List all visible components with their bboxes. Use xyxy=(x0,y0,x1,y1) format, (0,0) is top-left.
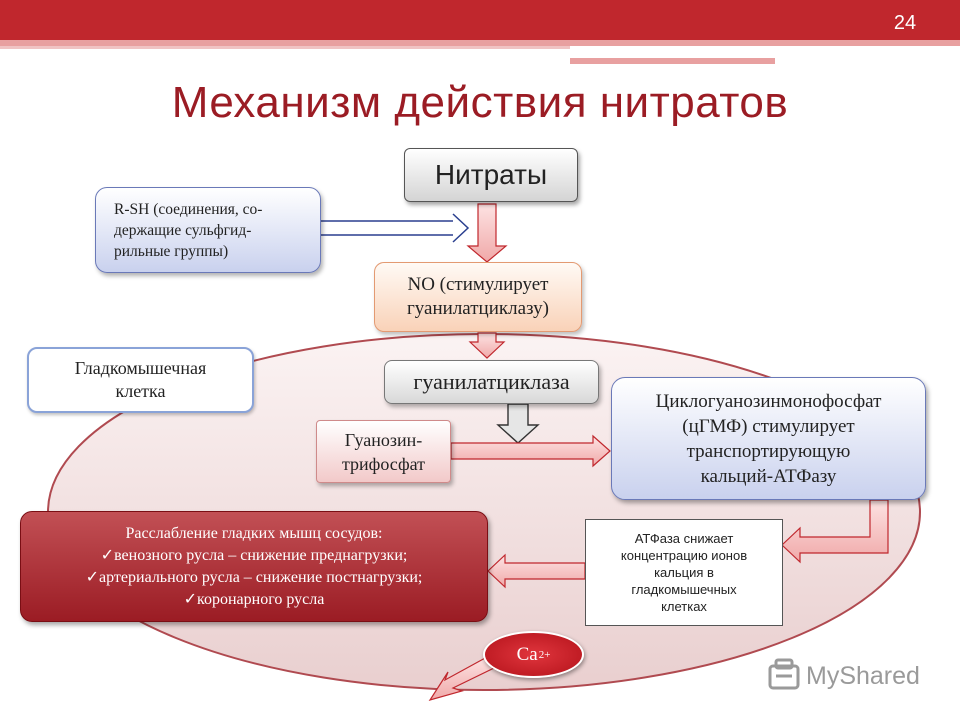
node-gc-label: гуанилатциклаза xyxy=(413,369,570,394)
node-smooth-muscle-cell: Гладкомышечная клетка xyxy=(27,347,254,413)
calcium-charge: 2+ xyxy=(538,648,551,661)
header-bar-stripe xyxy=(0,40,960,46)
node-no: NO (стимулирует гуанилатциклазу) xyxy=(374,262,582,332)
arrow-gtp-to-cgmp xyxy=(450,434,611,468)
node-cgmp-line-2: (цГМФ) стимулирует xyxy=(682,415,855,437)
relaxation-heading: Расслабление гладких мышц сосудов: xyxy=(125,524,383,542)
node-smooth-line-2: клетка xyxy=(115,381,166,401)
node-atpase-line-5: клетках xyxy=(661,599,707,614)
node-rsh-line-3: рильные группы) xyxy=(114,242,229,260)
node-rsh-line-2: держащие сульфгид- xyxy=(114,221,252,239)
relaxation-item: ✓венозного русла – снижение преднагрузки… xyxy=(100,546,408,564)
node-atpase: АТФаза снижает концентрацию ионов кальци… xyxy=(585,519,783,626)
slide-title: Механизм действия нитратов xyxy=(171,78,789,127)
node-smooth-line-1: Гладкомышечная xyxy=(74,358,207,378)
node-no-line-2: гуанилатциклазу) xyxy=(407,298,549,319)
header-stripe-left xyxy=(0,46,570,49)
arrow-rsh-head xyxy=(452,213,470,243)
arrow-no-to-gc xyxy=(468,332,506,359)
arrow-nitrates-to-no xyxy=(466,203,508,263)
arrow-gc-down xyxy=(496,403,540,444)
node-gtp-line-2: трифосфат xyxy=(341,453,426,474)
arrow-rsh-lines xyxy=(321,220,455,236)
node-rsh: R-SH (соединения, со- держащие сульфгид-… xyxy=(95,187,321,273)
node-cgmp: Циклогуанозинмонофосфат (цГМФ) стимулиру… xyxy=(611,377,926,500)
node-nitrates-label: Нитраты xyxy=(434,159,548,190)
node-cgmp-line-4: кальций-АТФазу xyxy=(700,465,837,487)
header-stripe-right xyxy=(570,58,775,64)
slide-number: 24 xyxy=(893,12,917,34)
watermark-text: MyShared xyxy=(806,661,920,690)
arrow-calcium-out xyxy=(428,656,495,702)
node-gtp-line-1: Гуанозин- xyxy=(344,429,423,450)
arrow-cgmp-to-atpase xyxy=(781,499,889,564)
node-atpase-line-3: кальция в xyxy=(654,565,714,580)
node-atpase-line-1: АТФаза снижает xyxy=(634,531,734,546)
node-cgmp-line-3: транспортирующую xyxy=(686,440,851,462)
node-no-line-1: NO (стимулирует xyxy=(407,274,549,295)
node-gtp: Гуанозин- трифосфат xyxy=(316,420,451,483)
node-atpase-line-2: концентрацию ионов xyxy=(620,548,748,563)
header-bar xyxy=(0,0,960,40)
node-relaxation: Расслабление гладких мышц сосудов: ✓вено… xyxy=(20,511,488,622)
node-cgmp-line-1: Циклогуанозинмонофосфат xyxy=(655,390,882,412)
arrow-atpase-to-relax xyxy=(487,553,586,589)
watermark-logo: MyShared xyxy=(768,656,920,696)
node-atpase-line-4: гладкомышечных xyxy=(631,582,737,597)
calcium-symbol: Ca xyxy=(516,643,538,665)
node-rsh-line-1: R-SH (соединения, со- xyxy=(114,200,263,218)
relaxation-item: ✓коронарного русла xyxy=(183,590,325,608)
relaxation-item: ✓артериального русла – снижение постнагр… xyxy=(85,568,423,586)
node-guanylate-cyclase: гуанилатциклаза xyxy=(384,360,599,404)
myshared-logo-icon xyxy=(768,658,800,690)
node-nitrates: Нитраты xyxy=(404,148,578,202)
